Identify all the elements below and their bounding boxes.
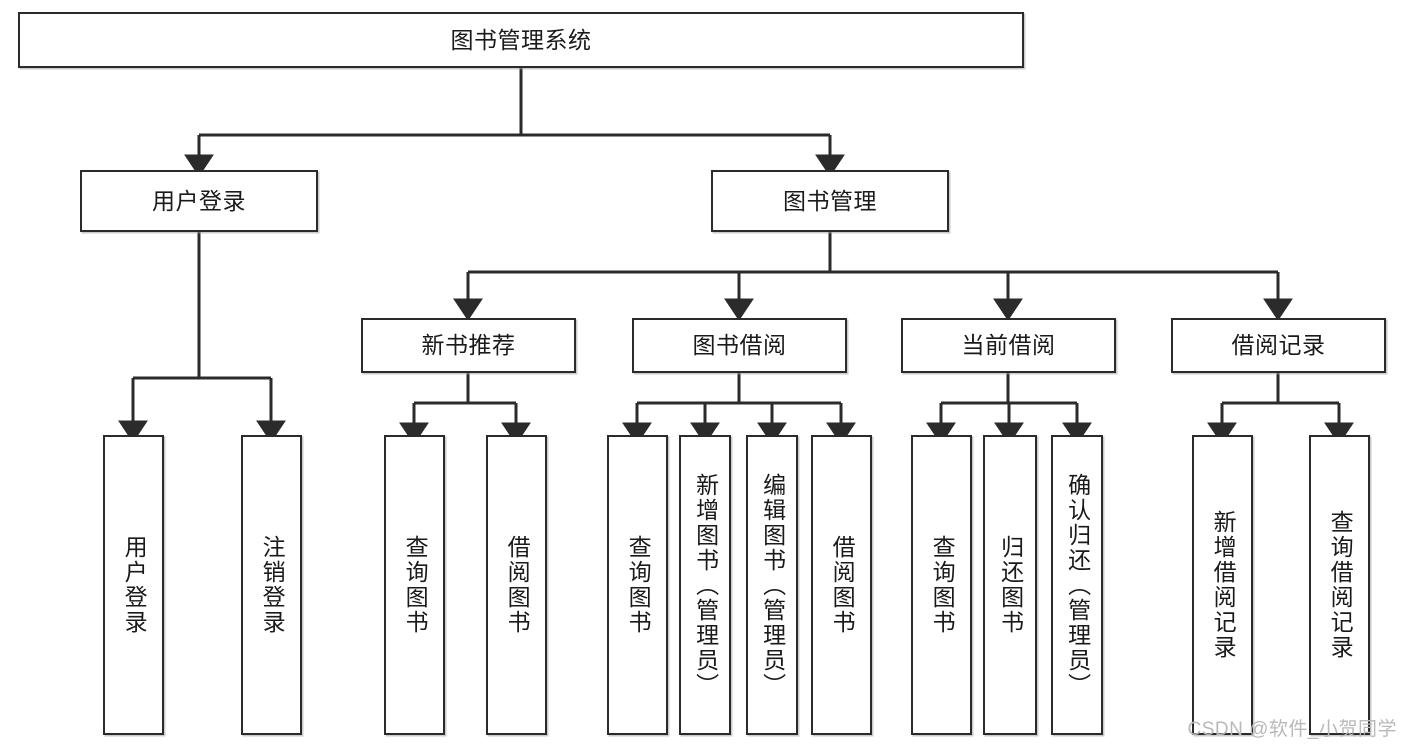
- leaf-book-borrow-borrow-book[interactable]: 借阅图书: [811, 435, 872, 735]
- node-label: 图书管理系统: [450, 26, 592, 53]
- node-label: 新书推荐: [421, 332, 516, 359]
- leaf-book-borrow-query-book[interactable]: 查询图书: [607, 435, 668, 735]
- leaf-current-borrow-query-book[interactable]: 查询图书: [911, 435, 972, 735]
- leaf-borrow-record-query-record[interactable]: 查询借阅记录: [1309, 435, 1370, 735]
- node-label: 用户登录: [121, 535, 148, 635]
- node-label: 查询借阅记录: [1327, 510, 1354, 660]
- node-user-login[interactable]: 用户登录: [80, 170, 318, 232]
- node-label: 借阅图书: [504, 535, 531, 635]
- csdn-watermark: CSDN @软件_小贺同学: [1187, 719, 1397, 740]
- node-borrow-record[interactable]: 借阅记录: [1171, 318, 1386, 373]
- node-label: 归还图书: [997, 535, 1024, 635]
- node-label: 图书管理: [783, 187, 877, 214]
- node-label: 查询图书: [625, 535, 652, 635]
- leaf-user-login-login[interactable]: 用户登录: [103, 435, 164, 735]
- node-label: 当前借阅: [961, 332, 1056, 359]
- node-current-borrow[interactable]: 当前借阅: [901, 318, 1116, 373]
- node-new-book-recommend[interactable]: 新书推荐: [361, 318, 576, 373]
- leaf-current-borrow-confirm-return-admin[interactable]: 确认归还（管理员）: [1051, 435, 1103, 735]
- node-root-book-management-system[interactable]: 图书管理系统: [18, 12, 1024, 68]
- leaf-borrow-record-add-record[interactable]: 新增借阅记录: [1192, 435, 1253, 735]
- node-label: 新增借阅记录: [1210, 510, 1237, 660]
- node-label: 借阅图书: [829, 535, 856, 635]
- node-label: 新增图书（管理员）: [692, 472, 719, 698]
- node-label: 借阅记录: [1231, 332, 1326, 359]
- node-label: 用户登录: [152, 187, 246, 214]
- leaf-book-borrow-add-book-admin[interactable]: 新增图书（管理员）: [679, 435, 731, 735]
- node-label: 注销登录: [259, 535, 286, 635]
- leaf-new-book-borrow-book[interactable]: 借阅图书: [486, 435, 547, 735]
- leaf-new-book-query-book[interactable]: 查询图书: [384, 435, 445, 735]
- leaf-user-login-logout[interactable]: 注销登录: [241, 435, 302, 735]
- leaf-book-borrow-edit-book-admin[interactable]: 编辑图书（管理员）: [746, 435, 798, 735]
- node-label: 编辑图书（管理员）: [759, 472, 786, 698]
- leaf-current-borrow-return-book[interactable]: 归还图书: [983, 435, 1037, 735]
- node-label: 查询图书: [929, 535, 956, 635]
- node-book-borrow[interactable]: 图书借阅: [632, 318, 847, 373]
- node-label: 查询图书: [402, 535, 429, 635]
- node-label: 图书借阅: [692, 332, 787, 359]
- node-book-management[interactable]: 图书管理: [711, 170, 949, 232]
- node-label: 确认归还（管理员）: [1064, 472, 1091, 698]
